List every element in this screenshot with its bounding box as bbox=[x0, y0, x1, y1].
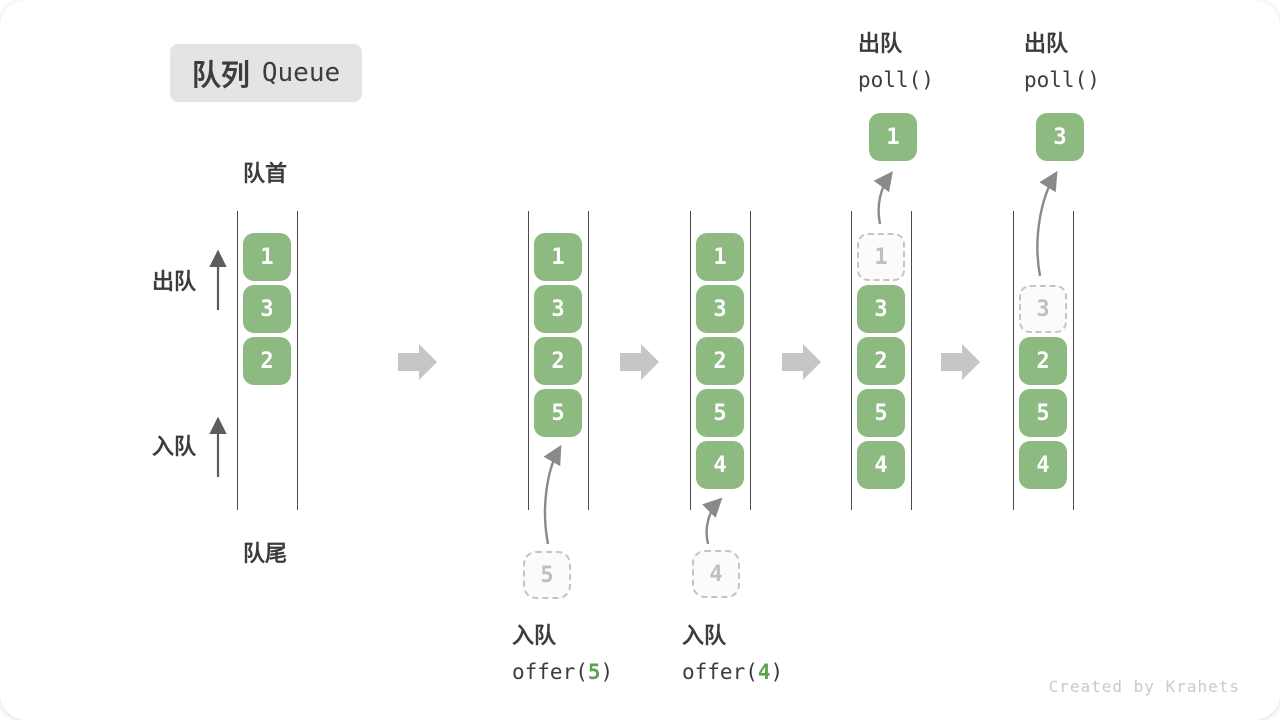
queue-item: 5 bbox=[696, 389, 744, 437]
queue-item-removed: 3 bbox=[1019, 285, 1067, 333]
title-badge: 队列 Queue bbox=[170, 44, 362, 102]
queue-item: 2 bbox=[243, 337, 291, 385]
transition-arrow-icon bbox=[398, 343, 438, 381]
transition-arrow-icon bbox=[620, 343, 660, 381]
op-enqueue-offer4: 入队 offer(4) bbox=[682, 618, 783, 690]
queue-state-4: 1 3 2 5 4 bbox=[851, 211, 912, 510]
queue-item: 3 bbox=[696, 285, 744, 333]
queue-item: 5 bbox=[534, 389, 582, 437]
incoming-value-box: 5 bbox=[523, 551, 571, 599]
op-label: 出队 bbox=[1024, 31, 1069, 56]
queue-item: 4 bbox=[1019, 441, 1067, 489]
queue-state-3: 1 3 2 5 4 bbox=[690, 211, 751, 510]
queue-state-5: 3 2 5 4 bbox=[1013, 211, 1074, 510]
op-code: poll() bbox=[858, 68, 934, 92]
op-code: offer(4) bbox=[682, 660, 784, 684]
op-label: 入队 bbox=[512, 623, 557, 648]
queue-item: 2 bbox=[696, 337, 744, 385]
queue-state-1: 1 3 2 bbox=[237, 211, 298, 510]
queue-item: 4 bbox=[857, 441, 905, 489]
queue-state-2: 1 3 2 5 bbox=[528, 211, 589, 510]
queue-item: 1 bbox=[696, 233, 744, 281]
label-enqueue-side: 入队 bbox=[152, 434, 197, 459]
incoming-value-box: 4 bbox=[692, 550, 740, 598]
op-dequeue-poll-1: 出队 poll() bbox=[858, 26, 934, 98]
transition-arrow-icon bbox=[782, 343, 822, 381]
queue-item: 5 bbox=[857, 389, 905, 437]
queue-item: 2 bbox=[857, 337, 905, 385]
queue-item: 3 bbox=[534, 285, 582, 333]
label-queue-front: 队首 bbox=[243, 161, 288, 186]
title-en: Queue bbox=[261, 58, 341, 88]
queue-item: 2 bbox=[1019, 337, 1067, 385]
queue-item: 1 bbox=[243, 233, 291, 281]
outgoing-value-box: 1 bbox=[869, 113, 917, 161]
label-queue-rear: 队尾 bbox=[243, 541, 288, 566]
outgoing-value-box: 3 bbox=[1036, 113, 1084, 161]
queue-item: 3 bbox=[243, 285, 291, 333]
queue-item-removed: 1 bbox=[857, 233, 905, 281]
queue-item: 1 bbox=[534, 233, 582, 281]
op-label: 入队 bbox=[682, 623, 727, 648]
queue-item: 2 bbox=[534, 337, 582, 385]
watermark: Created by Krahets bbox=[1048, 677, 1240, 696]
queue-item: 4 bbox=[696, 441, 744, 489]
title-zh: 队列 bbox=[191, 60, 250, 92]
label-dequeue-side: 出队 bbox=[152, 269, 197, 294]
op-code: offer(5) bbox=[512, 660, 614, 684]
queue-item: 5 bbox=[1019, 389, 1067, 437]
transition-arrow-icon bbox=[941, 343, 981, 381]
op-enqueue-offer5: 入队 offer(5) bbox=[512, 618, 613, 690]
queue-item: 3 bbox=[857, 285, 905, 333]
op-label: 出队 bbox=[858, 31, 903, 56]
op-code: poll() bbox=[1024, 68, 1100, 92]
op-dequeue-poll-2: 出队 poll() bbox=[1024, 26, 1100, 98]
